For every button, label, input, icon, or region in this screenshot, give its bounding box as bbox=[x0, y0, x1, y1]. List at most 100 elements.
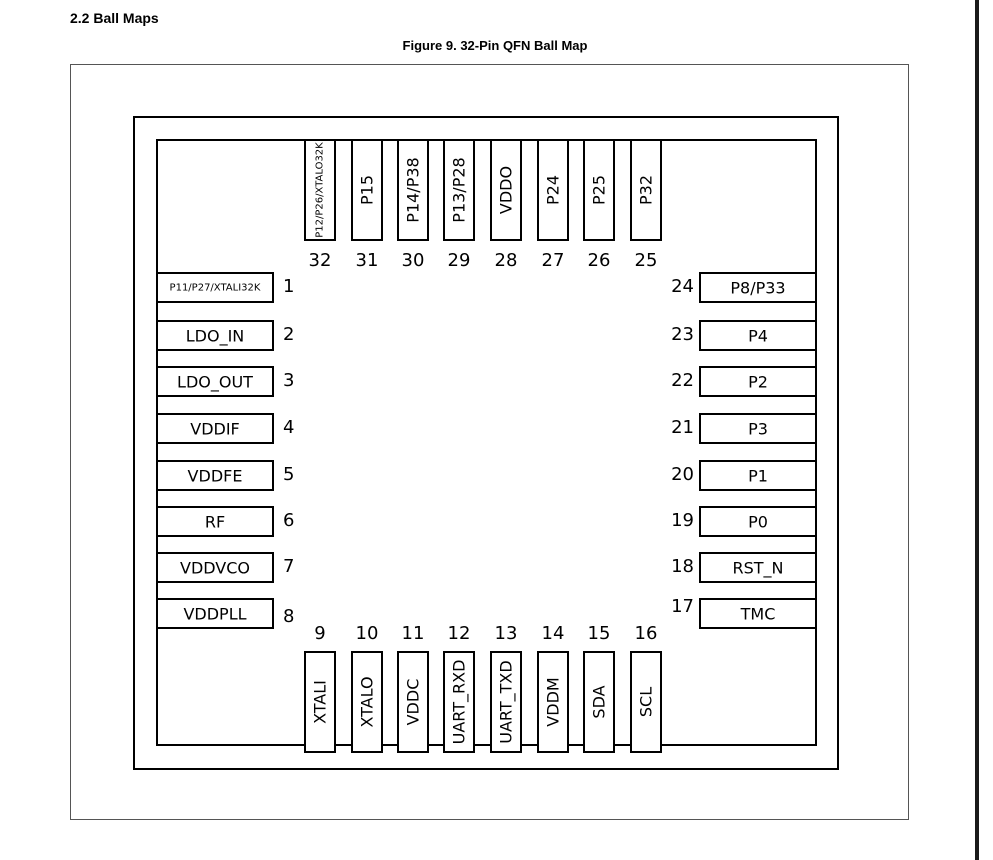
pin-pad-right-3: P0 bbox=[699, 506, 817, 537]
pin-label: UART_RXD bbox=[449, 659, 469, 745]
pin-pad-left-3: LDO_OUT bbox=[156, 366, 274, 397]
pin-label: RF bbox=[204, 512, 226, 531]
pin-label: P0 bbox=[748, 512, 768, 531]
pin-number: 22 bbox=[671, 370, 694, 391]
pin-label: XTALO bbox=[357, 676, 377, 728]
pin-number: 17 bbox=[671, 596, 694, 617]
pin-label: VDDM bbox=[543, 677, 563, 727]
pin-pad-right-7: P4 bbox=[699, 320, 817, 351]
pin-number: 15 bbox=[587, 623, 611, 644]
pin-number: 1 bbox=[283, 276, 295, 297]
pin-number: 20 bbox=[671, 464, 694, 485]
pin-label: P4 bbox=[748, 326, 768, 345]
pin-number: 19 bbox=[671, 510, 694, 531]
package-outline bbox=[133, 116, 839, 770]
pin-number: 10 bbox=[355, 623, 379, 644]
pin-pad-left-5: VDDFE bbox=[156, 460, 274, 491]
pin-label: SCL bbox=[636, 686, 656, 718]
pin-label: XTALI bbox=[310, 680, 330, 724]
pin-pad-left-8: VDDPLL bbox=[156, 598, 274, 629]
pin-number: 23 bbox=[671, 324, 694, 345]
pin-label: VDDIF bbox=[190, 419, 240, 438]
pin-number: 18 bbox=[671, 556, 694, 577]
pin-label: P12/P26/XTALO32K bbox=[314, 142, 326, 238]
pin-label: UART_TXD bbox=[496, 660, 516, 744]
pin-pad-right-1: TMC bbox=[699, 598, 817, 629]
pin-label: VDDVCO bbox=[179, 558, 251, 577]
pin-number: 25 bbox=[634, 250, 658, 271]
pin-label: P32 bbox=[636, 174, 656, 206]
pin-pad-bottom-1: XTALI bbox=[304, 651, 336, 753]
pin-pad-left-1: P11/P27/XTALI32K bbox=[156, 272, 274, 303]
pin-pad-bottom-3: VDDC bbox=[397, 651, 429, 753]
pin-number: 14 bbox=[541, 623, 565, 644]
pin-pad-bottom-2: XTALO bbox=[351, 651, 383, 753]
pin-pad-top-4: VDDO bbox=[490, 139, 522, 241]
pin-pad-top-8: P12/P26/XTALO32K bbox=[304, 139, 336, 241]
pin-pad-left-7: VDDVCO bbox=[156, 552, 274, 583]
pin-number: 16 bbox=[634, 623, 658, 644]
pin-number: 2 bbox=[283, 324, 295, 345]
pin-label: P14/P38 bbox=[403, 157, 423, 223]
pin-label: P8/P33 bbox=[730, 278, 786, 297]
pin-number: 32 bbox=[308, 250, 332, 271]
pin-pad-top-5: P13/P28 bbox=[443, 139, 475, 241]
pin-label: VDDFE bbox=[187, 466, 243, 485]
figure-frame bbox=[70, 64, 909, 820]
pin-label: P13/P28 bbox=[449, 157, 469, 223]
pin-pad-bottom-8: SCL bbox=[630, 651, 662, 753]
pin-number: 24 bbox=[671, 276, 694, 297]
pin-number: 11 bbox=[401, 623, 425, 644]
pin-number: 9 bbox=[314, 623, 326, 644]
pin-label: LDO_IN bbox=[185, 326, 245, 345]
pin-pad-right-5: P3 bbox=[699, 413, 817, 444]
pin-label: VDDC bbox=[403, 678, 423, 726]
pin-number: 27 bbox=[541, 250, 565, 271]
figure-caption: Figure 9. 32-Pin QFN Ball Map bbox=[402, 38, 588, 53]
pin-label: P24 bbox=[543, 174, 563, 206]
pin-number: 29 bbox=[447, 250, 471, 271]
pin-pad-left-4: VDDIF bbox=[156, 413, 274, 444]
pin-number: 3 bbox=[283, 370, 295, 391]
pin-pad-bottom-4: UART_RXD bbox=[443, 651, 475, 753]
pin-number: 8 bbox=[283, 606, 295, 627]
pin-label: P25 bbox=[589, 174, 609, 206]
pin-pad-bottom-5: UART_TXD bbox=[490, 651, 522, 753]
pin-label: RST_N bbox=[732, 558, 784, 577]
pin-label: P2 bbox=[748, 372, 768, 391]
pin-number: 12 bbox=[447, 623, 471, 644]
pin-label: TMC bbox=[740, 604, 776, 623]
pin-number: 28 bbox=[494, 250, 518, 271]
pin-pad-top-3: P24 bbox=[537, 139, 569, 241]
pin-label: VDDO bbox=[496, 165, 516, 215]
pin-number: 4 bbox=[283, 417, 295, 438]
pin-pad-bottom-7: SDA bbox=[583, 651, 615, 753]
pin-number: 21 bbox=[671, 417, 694, 438]
pin-label: SDA bbox=[589, 685, 609, 719]
pin-label: LDO_OUT bbox=[177, 372, 253, 391]
pin-pad-top-2: P25 bbox=[583, 139, 615, 241]
pin-pad-right-8: P8/P33 bbox=[699, 272, 817, 303]
pin-pad-top-7: P15 bbox=[351, 139, 383, 241]
pin-pad-left-2: LDO_IN bbox=[156, 320, 274, 351]
pin-number: 7 bbox=[283, 556, 295, 577]
pin-number: 5 bbox=[283, 464, 295, 485]
pin-label: VDDPLL bbox=[183, 604, 247, 623]
pin-label: P3 bbox=[748, 419, 768, 438]
pin-label: P11/P27/XTALI32K bbox=[169, 282, 261, 293]
pin-number: 26 bbox=[587, 250, 611, 271]
pin-pad-right-6: P2 bbox=[699, 366, 817, 397]
page-edge-rule bbox=[975, 0, 979, 860]
pin-number: 30 bbox=[401, 250, 425, 271]
pin-label: P15 bbox=[357, 174, 377, 206]
pin-pad-bottom-6: VDDM bbox=[537, 651, 569, 753]
pin-pad-left-6: RF bbox=[156, 506, 274, 537]
section-heading: 2.2 Ball Maps bbox=[70, 10, 159, 26]
pin-pad-right-4: P1 bbox=[699, 460, 817, 491]
pin-pad-top-1: P32 bbox=[630, 139, 662, 241]
pin-number: 13 bbox=[494, 623, 518, 644]
pin-label: P1 bbox=[748, 466, 768, 485]
pin-pad-top-6: P14/P38 bbox=[397, 139, 429, 241]
pin-number: 6 bbox=[283, 510, 295, 531]
pin-number: 31 bbox=[355, 250, 379, 271]
